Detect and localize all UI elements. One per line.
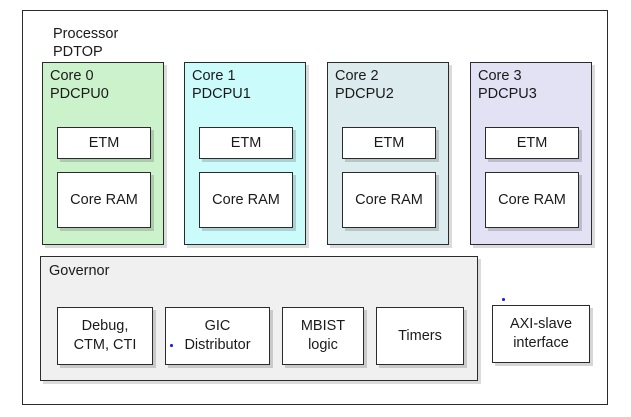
core-block-1: Core 1 PDCPU1 ETM Core RAM: [184, 62, 306, 245]
core-block-3: Core 3 PDCPU3 ETM Core RAM: [470, 62, 592, 245]
governor-item-gic-distributor: GIC Distributor: [165, 307, 270, 365]
etm-box-core-0: ETM: [57, 127, 151, 159]
stray-dot-gic: [170, 344, 173, 347]
etm-box-core-3: ETM: [485, 127, 579, 159]
processor-pdtop-label: Processor PDTOP: [53, 26, 119, 60]
core-ram-box-core-3: Core RAM: [485, 172, 579, 228]
governor-item-mbist-logic: MBIST logic: [282, 307, 364, 365]
core-label-1: Core 1 PDCPU1: [192, 68, 251, 102]
etm-box-core-1: ETM: [199, 127, 293, 159]
stray-dot-axi: [502, 298, 505, 301]
core-label-2: Core 2 PDCPU2: [335, 68, 394, 102]
governor-label: Governor: [49, 263, 110, 279]
core-ram-box-core-0: Core RAM: [57, 172, 151, 228]
core-block-2: Core 2 PDCPU2 ETM Core RAM: [327, 62, 449, 245]
core-label-0: Core 0 PDCPU0: [50, 68, 109, 102]
etm-box-core-2: ETM: [342, 127, 436, 159]
governor-item-debug-ctm-cti: Debug, CTM, CTI: [57, 307, 153, 365]
core-block-0: Core 0 PDCPU0 ETM Core RAM: [42, 62, 164, 245]
governor-item-timers: Timers: [376, 307, 464, 365]
core-label-3: Core 3 PDCPU3: [478, 68, 537, 102]
governor-block: Governor Debug, CTM, CTI GIC Distributor…: [40, 256, 478, 381]
axi-slave-interface-box: AXI-slave interface: [492, 305, 590, 363]
core-ram-box-core-2: Core RAM: [342, 172, 436, 228]
core-ram-box-core-1: Core RAM: [199, 172, 293, 228]
